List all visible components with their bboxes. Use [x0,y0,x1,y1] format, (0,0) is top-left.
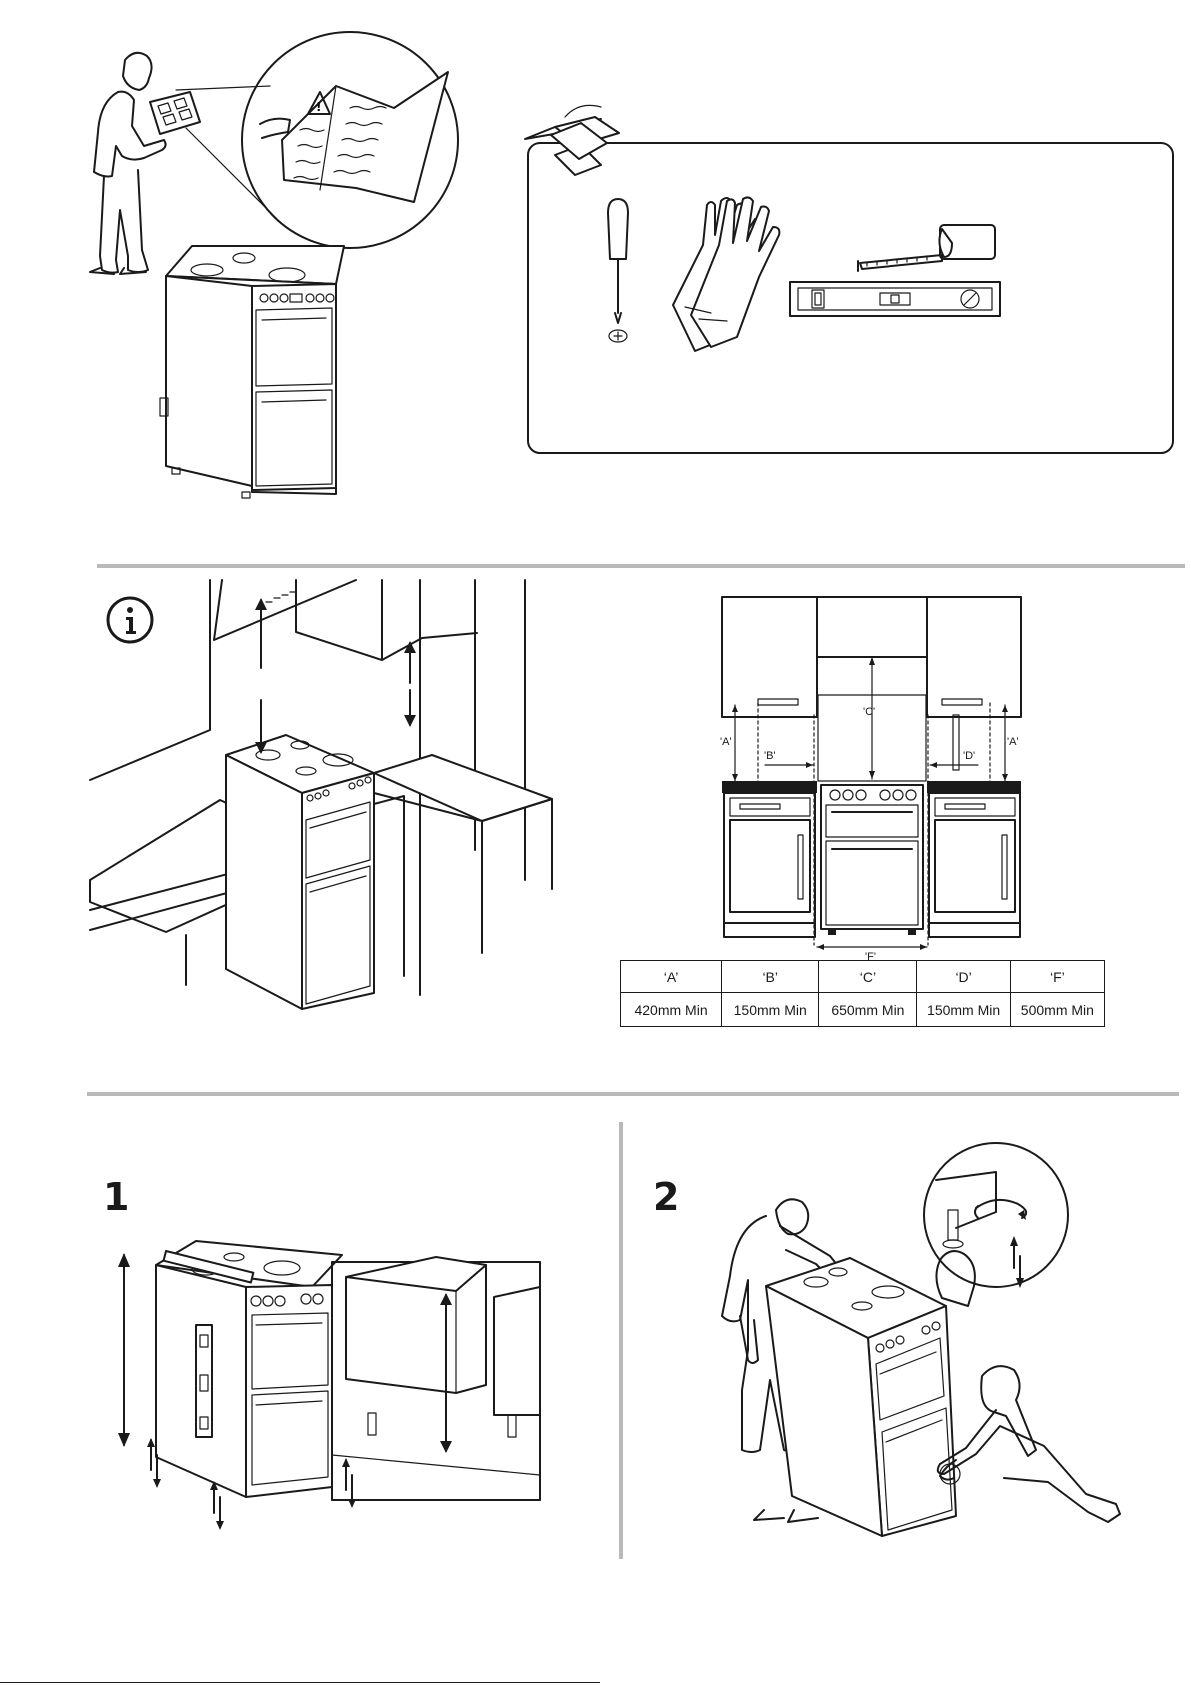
section-kitchen [90,580,590,990]
label-b: 'B' [764,750,776,762]
info-icon [108,598,152,642]
clearance-table-header: ‘A’ ‘B’ ‘C’ ‘D’ ‘F’ [621,961,1105,993]
header-f: ‘F’ [1010,961,1104,993]
value-a: 420mm Min [621,993,722,1027]
tape-measure-icon [858,225,995,271]
label-a-left: 'A' [720,736,732,748]
man-reading-manual-illustration: ! [0,0,560,540]
footer-rule [0,1682,600,1683]
section-manual: ! [0,0,560,540]
tools-illustration [515,95,1185,465]
section-tools [515,95,1185,465]
spirit-level-icon [790,282,1000,316]
screwdriver-icon [608,199,628,342]
value-f: 500mm Min [1010,993,1104,1027]
label-c: 'C' [863,706,875,718]
section-step-2 [680,1160,1150,1540]
value-c: 650mm Min [819,993,917,1027]
clearance-arrow-cabinet [404,641,416,727]
divider-vertical [619,1122,623,1559]
clearance-table: ‘A’ ‘B’ ‘C’ ‘D’ ‘F’ 420mm Min 150mm Min … [620,960,1105,1027]
warning-icon: ! [316,100,321,114]
toolbox-icon [525,105,619,175]
kitchen-perspective-illustration [90,580,590,990]
header-b: ‘B’ [722,961,819,993]
step-2-feet-adjustment-illustration [680,1160,1150,1540]
section-step-1 [110,1235,560,1535]
label-d: 'D' [963,750,975,762]
step-1-number: 1 [103,1175,129,1219]
value-d: 150mm Min [917,993,1010,1027]
step-2-number: 2 [653,1175,679,1219]
divider-top [97,564,1185,568]
front-elevation-diagram: 'A' 'B' 'C' 'D' 'A' 'F' [720,595,1020,965]
step-1-levelling-illustration [110,1235,560,1535]
divider-middle [87,1092,1179,1096]
header-c: ‘C’ [819,961,917,993]
gloves-icon [673,197,779,351]
clearance-table-values: 420mm Min 150mm Min 650mm Min 150mm Min … [621,993,1105,1027]
header-d: ‘D’ [917,961,1010,993]
label-a-right: 'A' [1007,736,1019,748]
header-a: ‘A’ [621,961,722,993]
section-elevation: 'A' 'B' 'C' 'D' 'A' 'F' [720,595,1020,965]
value-b: 150mm Min [722,993,819,1027]
